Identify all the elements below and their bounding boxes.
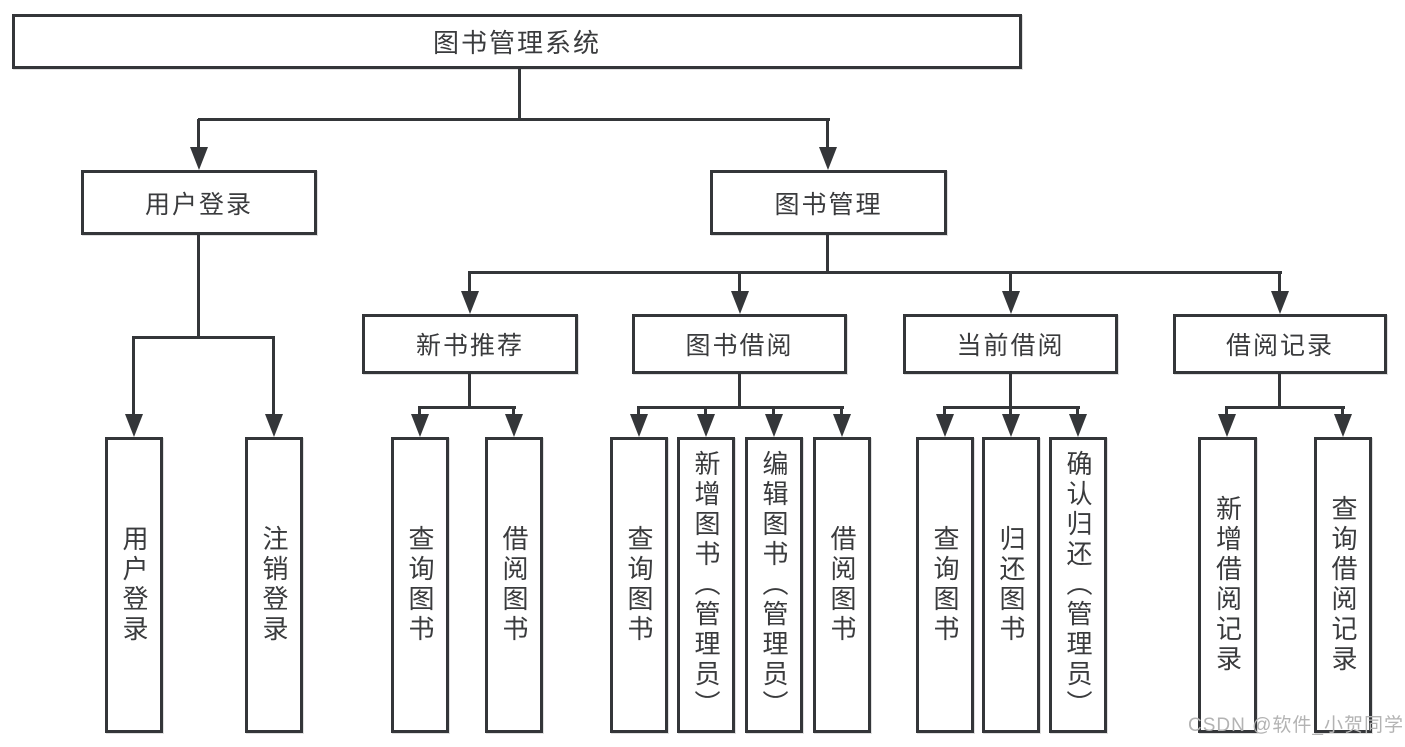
connector-stem-user-login xyxy=(197,119,200,151)
node-leaf-query-books-3-label: 查询图书 xyxy=(930,525,960,645)
arrow-leaf-add-books xyxy=(697,414,715,437)
connector-borrow-records-stem xyxy=(1278,374,1281,408)
node-leaf-query-books-2: 查询图书 xyxy=(610,437,668,733)
connector-stem-book-borrow xyxy=(738,272,741,294)
connector-stem-leaf-return-books xyxy=(1009,407,1012,417)
connector-level3-bar xyxy=(468,271,1282,274)
connector-stem-leaf-borrow-books-2 xyxy=(840,407,843,417)
connector-stem-borrow-records xyxy=(1278,272,1281,294)
connector-root-stem xyxy=(518,69,521,120)
connector-stem-leaf-borrow-books-1 xyxy=(512,407,515,417)
connector-current-borrow-stem xyxy=(1009,374,1012,408)
node-current-borrow-label: 当前借阅 xyxy=(956,332,1065,360)
node-current-borrow: 当前借阅 xyxy=(903,314,1118,374)
connector-stem-leaf-query-books-2 xyxy=(637,407,640,417)
connector-user-login-stem xyxy=(197,235,200,338)
connector-stem-leaf-query-books-3 xyxy=(943,407,946,417)
node-leaf-query-books-1-label: 查询图书 xyxy=(405,525,435,645)
arrow-book-borrow xyxy=(731,291,749,314)
node-leaf-add-borrow-record: 新增借阅记录 xyxy=(1198,437,1257,733)
connector-stem-leaf-add-borrow-record xyxy=(1225,407,1228,417)
node-book-borrow-label: 图书借阅 xyxy=(685,332,794,360)
node-user-login-label: 用户登录 xyxy=(144,190,253,219)
connector-book-management-stem xyxy=(826,235,829,274)
arrow-leaf-borrow-books-1 xyxy=(505,414,523,437)
node-leaf-confirm-return-admin: 确认归还（管理员） xyxy=(1049,437,1107,733)
connector-stem-leaf-edit-books xyxy=(772,407,775,417)
connector-new-book-recommend-stem xyxy=(468,374,471,408)
node-book-borrow: 图书借阅 xyxy=(632,314,847,374)
node-user-login: 用户登录 xyxy=(81,170,317,235)
arrow-user-login xyxy=(190,147,208,170)
node-leaf-query-books-1: 查询图书 xyxy=(391,437,449,733)
node-leaf-edit-books-admin-label: 编辑图书（管理员） xyxy=(759,450,789,720)
node-book-management: 图书管理 xyxy=(710,170,947,235)
connector-borrow-records-bar xyxy=(1225,406,1345,409)
arrow-current-borrow xyxy=(1002,291,1020,314)
connector-stem-leaf-logout xyxy=(272,337,275,417)
node-leaf-add-borrow-record-label: 新增借阅记录 xyxy=(1212,495,1243,675)
node-leaf-borrow-books-2-label: 借阅图书 xyxy=(827,525,857,645)
arrow-leaf-query-books-3 xyxy=(936,414,954,437)
arrow-leaf-user-login xyxy=(125,414,143,437)
connector-stem-leaf-query-borrow-record xyxy=(1341,407,1344,417)
node-leaf-return-books: 归还图书 xyxy=(982,437,1040,733)
arrow-new-book-recommend xyxy=(461,291,479,314)
node-leaf-return-books-label: 归还图书 xyxy=(996,525,1026,645)
arrow-leaf-query-borrow-record xyxy=(1334,414,1352,437)
node-leaf-add-books-admin: 新增图书（管理员） xyxy=(677,437,735,733)
arrow-leaf-return-books xyxy=(1002,414,1020,437)
node-book-management-label: 图书管理 xyxy=(774,190,883,219)
node-leaf-borrow-books-1: 借阅图书 xyxy=(485,437,543,733)
node-new-book-recommend: 新书推荐 xyxy=(362,314,578,374)
connector-stem-leaf-confirm-return xyxy=(1076,407,1079,417)
arrow-leaf-edit-books xyxy=(765,414,783,437)
connector-user-login-bar xyxy=(132,336,275,339)
node-root-label: 图书管理系统 xyxy=(432,28,601,58)
arrow-book-management xyxy=(819,147,837,170)
node-leaf-borrow-books-2: 借阅图书 xyxy=(813,437,871,733)
node-leaf-edit-books-admin: 编辑图书（管理员） xyxy=(745,437,803,733)
connector-stem-current-borrow xyxy=(1009,272,1012,294)
node-leaf-borrow-books-1-label: 借阅图书 xyxy=(499,525,529,645)
node-borrow-records: 借阅记录 xyxy=(1173,314,1387,374)
connector-stem-book-management xyxy=(826,119,829,151)
watermark-text: CSDN @软件_小贺同学 xyxy=(1188,715,1404,736)
connector-stem-leaf-query-books-1 xyxy=(418,407,421,417)
node-leaf-query-books-2-label: 查询图书 xyxy=(624,525,654,645)
node-leaf-logout: 注销登录 xyxy=(245,437,303,733)
arrow-leaf-borrow-books-2 xyxy=(833,414,851,437)
node-leaf-logout-label: 注销登录 xyxy=(259,525,289,645)
connector-new-book-recommend-bar xyxy=(418,406,516,409)
connector-stem-leaf-add-books xyxy=(704,407,707,417)
connector-book-borrow-bar xyxy=(637,406,844,409)
node-leaf-query-borrow-record: 查询借阅记录 xyxy=(1314,437,1372,733)
node-root: 图书管理系统 xyxy=(12,14,1022,69)
connector-stem-leaf-user-login xyxy=(132,337,135,417)
node-leaf-user-login: 用户登录 xyxy=(105,437,163,733)
arrow-leaf-query-books-1 xyxy=(411,414,429,437)
arrow-leaf-confirm-return xyxy=(1069,414,1087,437)
node-leaf-query-borrow-record-label: 查询借阅记录 xyxy=(1328,495,1358,675)
node-new-book-recommend-label: 新书推荐 xyxy=(415,332,524,360)
connector-stem-new-book-recommend xyxy=(468,272,471,294)
arrow-borrow-records xyxy=(1271,291,1289,314)
node-leaf-confirm-return-admin-label: 确认归还（管理员） xyxy=(1063,450,1093,720)
connector-level1-bar xyxy=(198,118,830,121)
node-leaf-user-login-label: 用户登录 xyxy=(119,525,149,645)
node-leaf-query-books-3: 查询图书 xyxy=(916,437,974,733)
node-leaf-add-books-admin-label: 新增图书（管理员） xyxy=(691,450,721,720)
node-borrow-records-label: 借阅记录 xyxy=(1225,332,1334,360)
connector-book-borrow-stem xyxy=(738,374,741,408)
arrow-leaf-logout xyxy=(265,414,283,437)
arrow-leaf-query-books-2 xyxy=(630,414,648,437)
arrow-leaf-add-borrow-record xyxy=(1218,414,1236,437)
